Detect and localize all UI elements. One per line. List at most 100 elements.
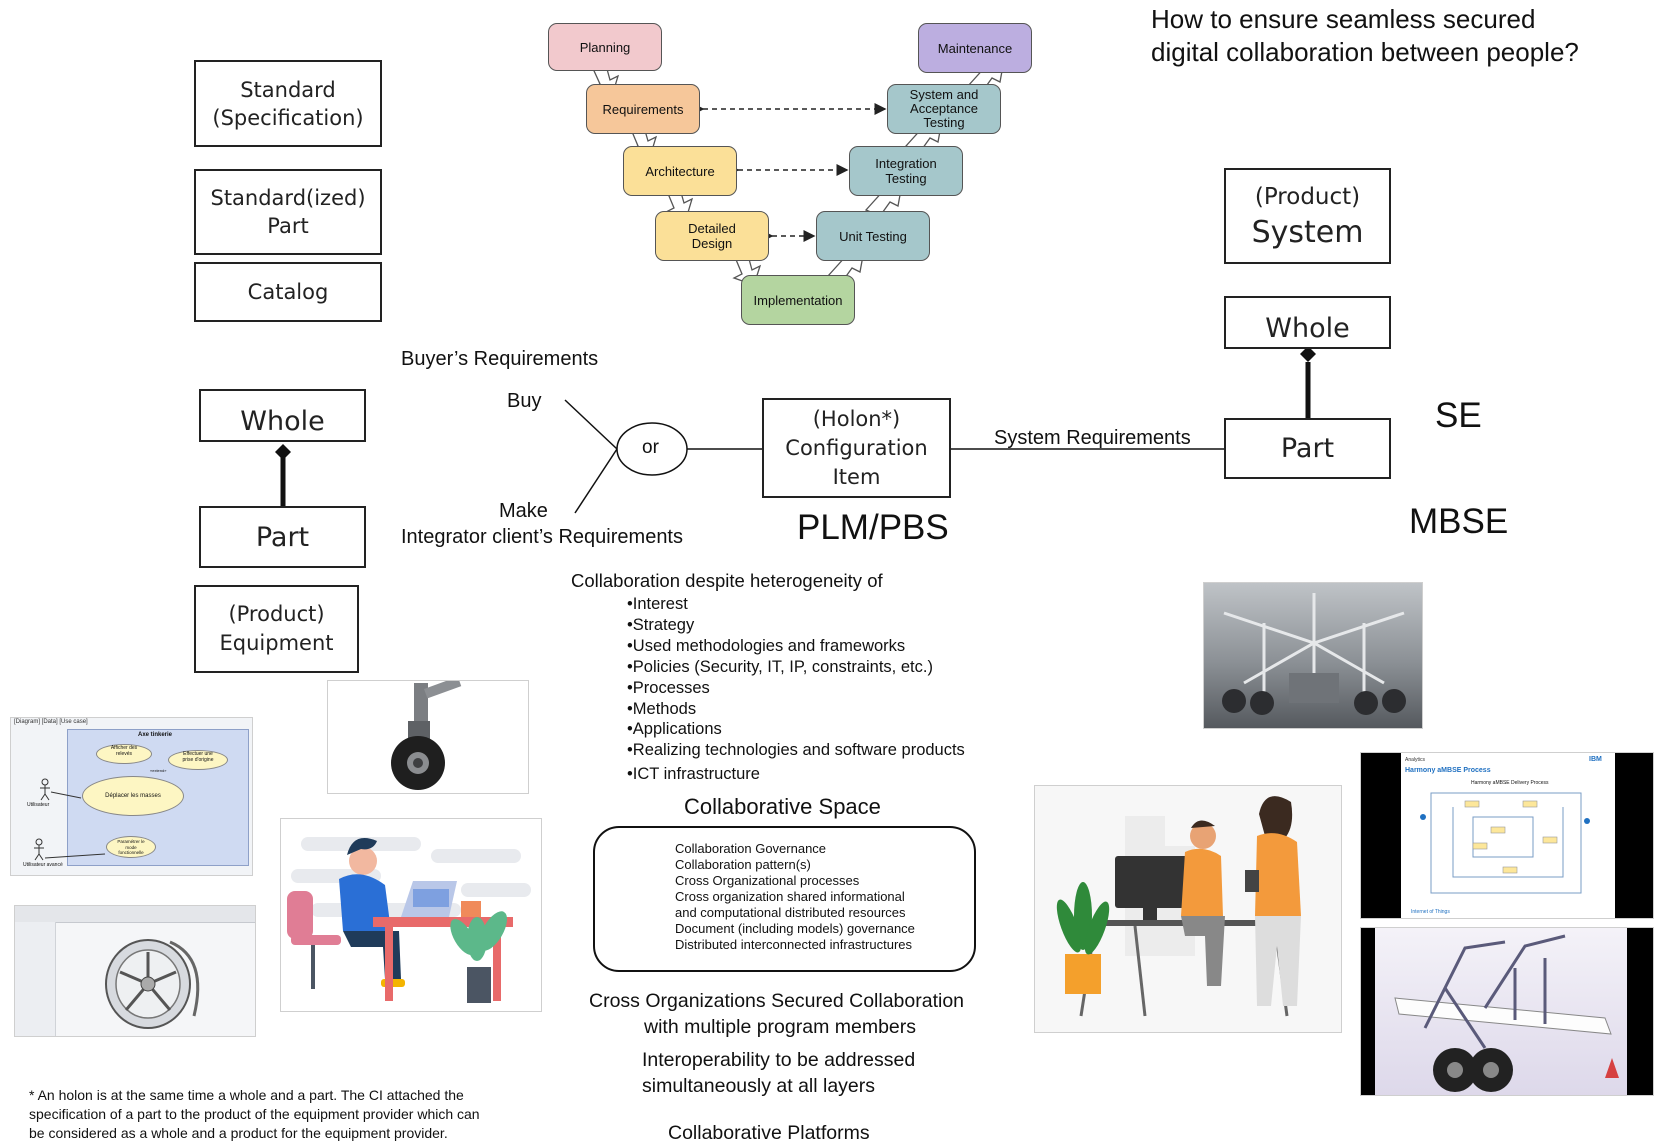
use-case-label: relevés [115, 751, 133, 757]
plm-pbs-label: PLM/PBS [797, 508, 949, 547]
v-node-detailed-design: Detailed Design [655, 211, 769, 261]
node-label: Implementation [753, 292, 843, 308]
hangar-landing-gear-photo [1203, 582, 1423, 729]
mbse-process-slide: Analytics IBM Harmony aMBSE Process Harm… [1360, 752, 1654, 919]
holon-configuration-item-box: (Holon*) Configuration Item [762, 398, 951, 498]
interoperability-line-2: simultaneously at all layers [642, 1075, 876, 1097]
heterogeneity-title: Collaboration despite heterogeneity of [571, 570, 883, 591]
actor-label: Utilisateur avancé [23, 862, 63, 868]
list-item: Processes [627, 678, 965, 699]
node-label: Architecture [645, 163, 715, 179]
collaborative-platforms-label: Collaborative Platforms [668, 1122, 870, 1144]
composition-diamond-right [1300, 346, 1316, 362]
desk-illustration-icon [287, 837, 531, 1003]
list-item: Strategy [627, 615, 965, 636]
box-line: Whole [240, 406, 325, 437]
actor-label: Utilisateur [27, 802, 50, 808]
list-item: Distributed interconnected infrastructur… [675, 937, 913, 952]
box-line: (Product) [228, 602, 325, 626]
node-label: Integration [875, 156, 937, 171]
slide-heading: Harmony aMBSE Process [1405, 767, 1491, 774]
integrator-requirements-label: Integrator client’s Requirements [401, 526, 683, 548]
box-line: Part [267, 214, 309, 238]
render-canvas [1375, 928, 1627, 1095]
use-case-label: prise d'origine [182, 757, 214, 763]
list-item: ICT infrastructure [627, 764, 965, 785]
list-item: Cross Organizational processes [675, 873, 860, 888]
list-item: Realizing technologies and software prod… [627, 740, 965, 761]
whole-box-left: Whole [199, 389, 366, 442]
box-line: Configuration [785, 435, 928, 460]
collaborative-space-list: Collaboration Governance Collaboration p… [675, 841, 915, 953]
box-line: Equipment [219, 631, 334, 655]
se-label: SE [1435, 396, 1482, 435]
node-label: Planning [579, 39, 631, 55]
window-tabs: [Diagram] [Data] [Use case] [14, 719, 88, 725]
footnote-line-3: be considered as a whole and a product f… [29, 1125, 448, 1141]
use-case-label: fonctionnelle [118, 850, 144, 855]
make-line [574, 448, 618, 514]
box-line: Part [255, 521, 310, 553]
v-node-system-acceptance-testing: System and Acceptance Testing [887, 84, 1001, 134]
box-line: (Specification) [212, 105, 364, 130]
product-system-box: (Product) System [1224, 168, 1391, 264]
v-node-unit-testing: Unit Testing [816, 211, 930, 261]
node-label: Testing [923, 115, 965, 130]
cross-org-line-2: with multiple program members [644, 1016, 917, 1038]
use-case-label: Effectuer une [183, 751, 213, 757]
box-line: Part [1280, 433, 1335, 464]
list-item: Interest [627, 594, 965, 615]
interoperability-line-1: Interoperability to be addressed [642, 1049, 916, 1071]
buy-line [564, 399, 618, 450]
cross-org-line-1: Cross Organizations Secured Collaboratio… [589, 990, 965, 1012]
use-case-label: Paramétrer le [117, 839, 145, 844]
node-label: Detailed [688, 221, 736, 236]
landing-gear-cad-render [1360, 927, 1654, 1096]
footnote-line-1: * An holon is at the same time a whole a… [29, 1087, 464, 1103]
question-line-1: How to ensure seamless secured [1151, 4, 1536, 34]
box-line: Catalog [247, 280, 329, 304]
list-item: Document (including models) governance [675, 921, 915, 936]
part-box-left: Part [199, 506, 366, 568]
footnote-line-2: specification of a part to the product o… [29, 1106, 480, 1122]
composition-diamond-left [275, 444, 291, 460]
process-diagram-icon [1420, 792, 1590, 894]
v-node-integration-testing: Integration Testing [849, 146, 963, 196]
buy-label: Buy [507, 390, 542, 412]
make-label: Make [499, 500, 548, 522]
box-line: Whole [1265, 313, 1350, 344]
use-case-diagram-image: [Diagram] [Data] [Use case] Axe tinkerie… [10, 717, 253, 876]
box-line: (Holon*) [812, 406, 901, 431]
list-item: and computational distributed resources [675, 905, 906, 920]
cad-tree-panel [15, 922, 56, 1036]
v-node-requirements: Requirements [586, 84, 700, 134]
use-case-label: Déplacer les masses [105, 793, 161, 799]
node-label: Acceptance [910, 101, 978, 116]
node-label: Maintenance [937, 40, 1013, 56]
collaborative-space-box: Collaboration Governance Collaboration p… [593, 826, 976, 972]
question-line-2: digital collaboration between people? [1151, 37, 1579, 67]
box-line: System [1251, 215, 1364, 250]
list-item: Methods [627, 699, 965, 720]
system-requirements-label: System Requirements [994, 427, 1191, 449]
node-label: Testing [885, 171, 927, 186]
node-label: Unit Testing [839, 228, 907, 244]
box-line: (Product) [1254, 184, 1361, 210]
cad-toolbar [15, 906, 255, 923]
use-case-label: mode [125, 844, 137, 850]
node-label: Design [691, 236, 733, 251]
mbse-label: MBSE [1409, 502, 1509, 541]
node-label: System and [909, 87, 979, 102]
team-illustration-icon [1056, 796, 1301, 1017]
part-box-right: Part [1224, 418, 1391, 479]
whole-box-right: Whole [1224, 296, 1391, 349]
cad-wheel-image [14, 905, 256, 1037]
team-collaboration-illustration [1034, 785, 1342, 1033]
v-node-implementation: Implementation [741, 275, 855, 325]
diagram-title: Axe tinkerie [138, 732, 173, 738]
use-case-label: Afficher des [110, 745, 138, 751]
or-label: or [642, 437, 659, 458]
landing-gear-mechanism-icon [1394, 934, 1619, 1092]
